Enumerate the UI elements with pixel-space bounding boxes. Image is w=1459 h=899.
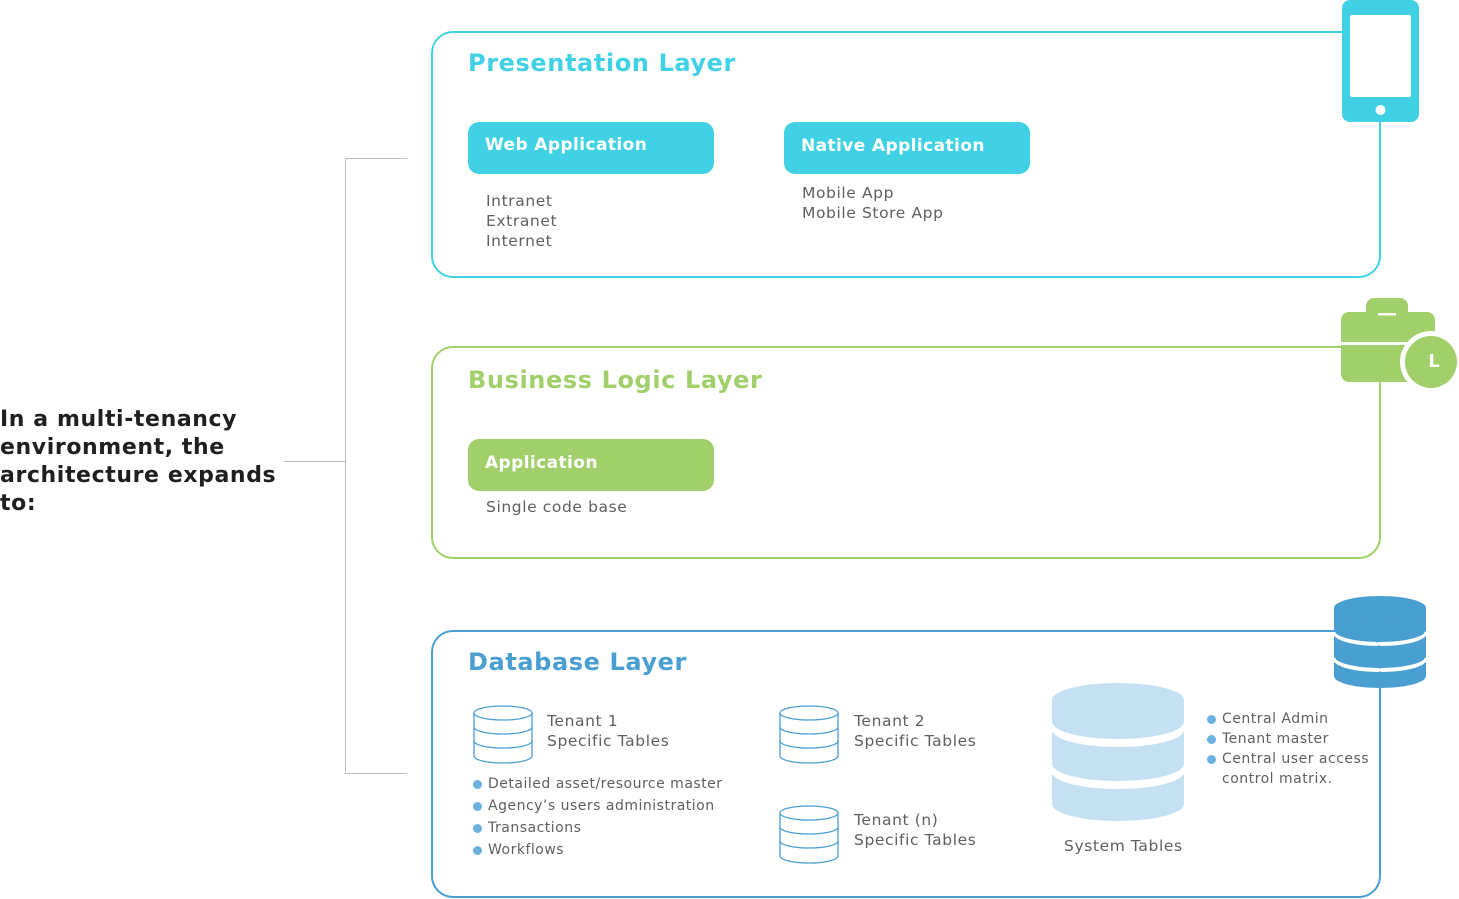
web-item: Extranet	[486, 212, 558, 230]
business-logic-layer-title: Business Logic Layer	[468, 366, 763, 394]
native-item: Mobile App	[802, 184, 895, 202]
tenant-1-table-icon	[473, 705, 533, 764]
tenant-1-label: Tenant 1 Specific Tables	[547, 711, 669, 751]
presentation-layer-box	[431, 31, 1381, 278]
tenant-2-label: Tenant 2 Specific Tables	[854, 711, 976, 751]
list-item: Transactions	[473, 817, 723, 839]
bracket-bottom-tick	[345, 773, 407, 774]
native-item: Mobile Store App	[802, 204, 944, 222]
native-application-list: Mobile App Mobile Store App	[802, 183, 944, 223]
database-icon	[1332, 596, 1428, 688]
native-application-pill: Native Application	[784, 122, 1030, 174]
database-layer-box	[431, 630, 1381, 898]
web-application-pill: Web Application	[468, 122, 714, 174]
intro-text: In a multi-tenancy environment, the arch…	[0, 406, 280, 518]
intro-line: In a multi-tenancy	[0, 407, 238, 432]
application-item: Single code base	[486, 498, 628, 516]
list-item-continued: control matrix.	[1222, 771, 1333, 787]
tenant-n-label: Tenant (n) Specific Tables	[854, 810, 976, 850]
tenant-1-bullets: Detailed asset/resource master Agency’s …	[473, 773, 723, 861]
application-pill: Application	[468, 439, 714, 491]
tenant-n-sub: Specific Tables	[854, 831, 977, 849]
bracket-middle-connector	[284, 461, 346, 462]
tenant-2-name: Tenant 2	[854, 712, 926, 730]
web-application-list: Intranet Extranet Internet	[486, 191, 557, 251]
list-item: Central Admin	[1207, 709, 1369, 729]
tenant-2-table-icon	[779, 705, 839, 764]
bracket-vertical-line	[345, 158, 346, 774]
system-tables-icon	[1049, 683, 1187, 821]
presentation-layer-title: Presentation Layer	[468, 49, 736, 77]
list-item: Detailed asset/resource master	[473, 773, 723, 795]
list-item: Workflows	[473, 839, 723, 861]
web-item: Internet	[486, 232, 553, 250]
intro-line: environment, the	[0, 435, 225, 460]
mobile-phone-icon	[1342, 0, 1419, 122]
intro-line: to:	[0, 491, 37, 516]
tenant-n-table-icon	[779, 805, 839, 864]
database-layer-title: Database Layer	[468, 648, 687, 676]
tenant-2-sub: Specific Tables	[854, 732, 977, 750]
list-item: Agency’s users administration	[473, 795, 723, 817]
list-item: Tenant master	[1207, 729, 1369, 749]
application-list: Single code base	[486, 497, 627, 517]
briefcase-clock-icon: L	[1341, 298, 1459, 393]
system-tables-bullets: Central Admin Tenant master Central user…	[1207, 709, 1369, 789]
web-item: Intranet	[486, 192, 553, 210]
list-item: Central user access	[1207, 749, 1369, 769]
tenant-1-sub: Specific Tables	[547, 732, 670, 750]
tenant-n-name: Tenant (n)	[854, 811, 939, 829]
business-logic-layer-box	[431, 346, 1381, 559]
intro-line: architecture expands	[0, 463, 277, 488]
system-tables-label: System Tables	[1064, 837, 1183, 855]
bracket-top-tick	[345, 158, 407, 159]
tenant-1-name: Tenant 1	[547, 712, 619, 730]
clock-letter: L	[1428, 351, 1439, 372]
